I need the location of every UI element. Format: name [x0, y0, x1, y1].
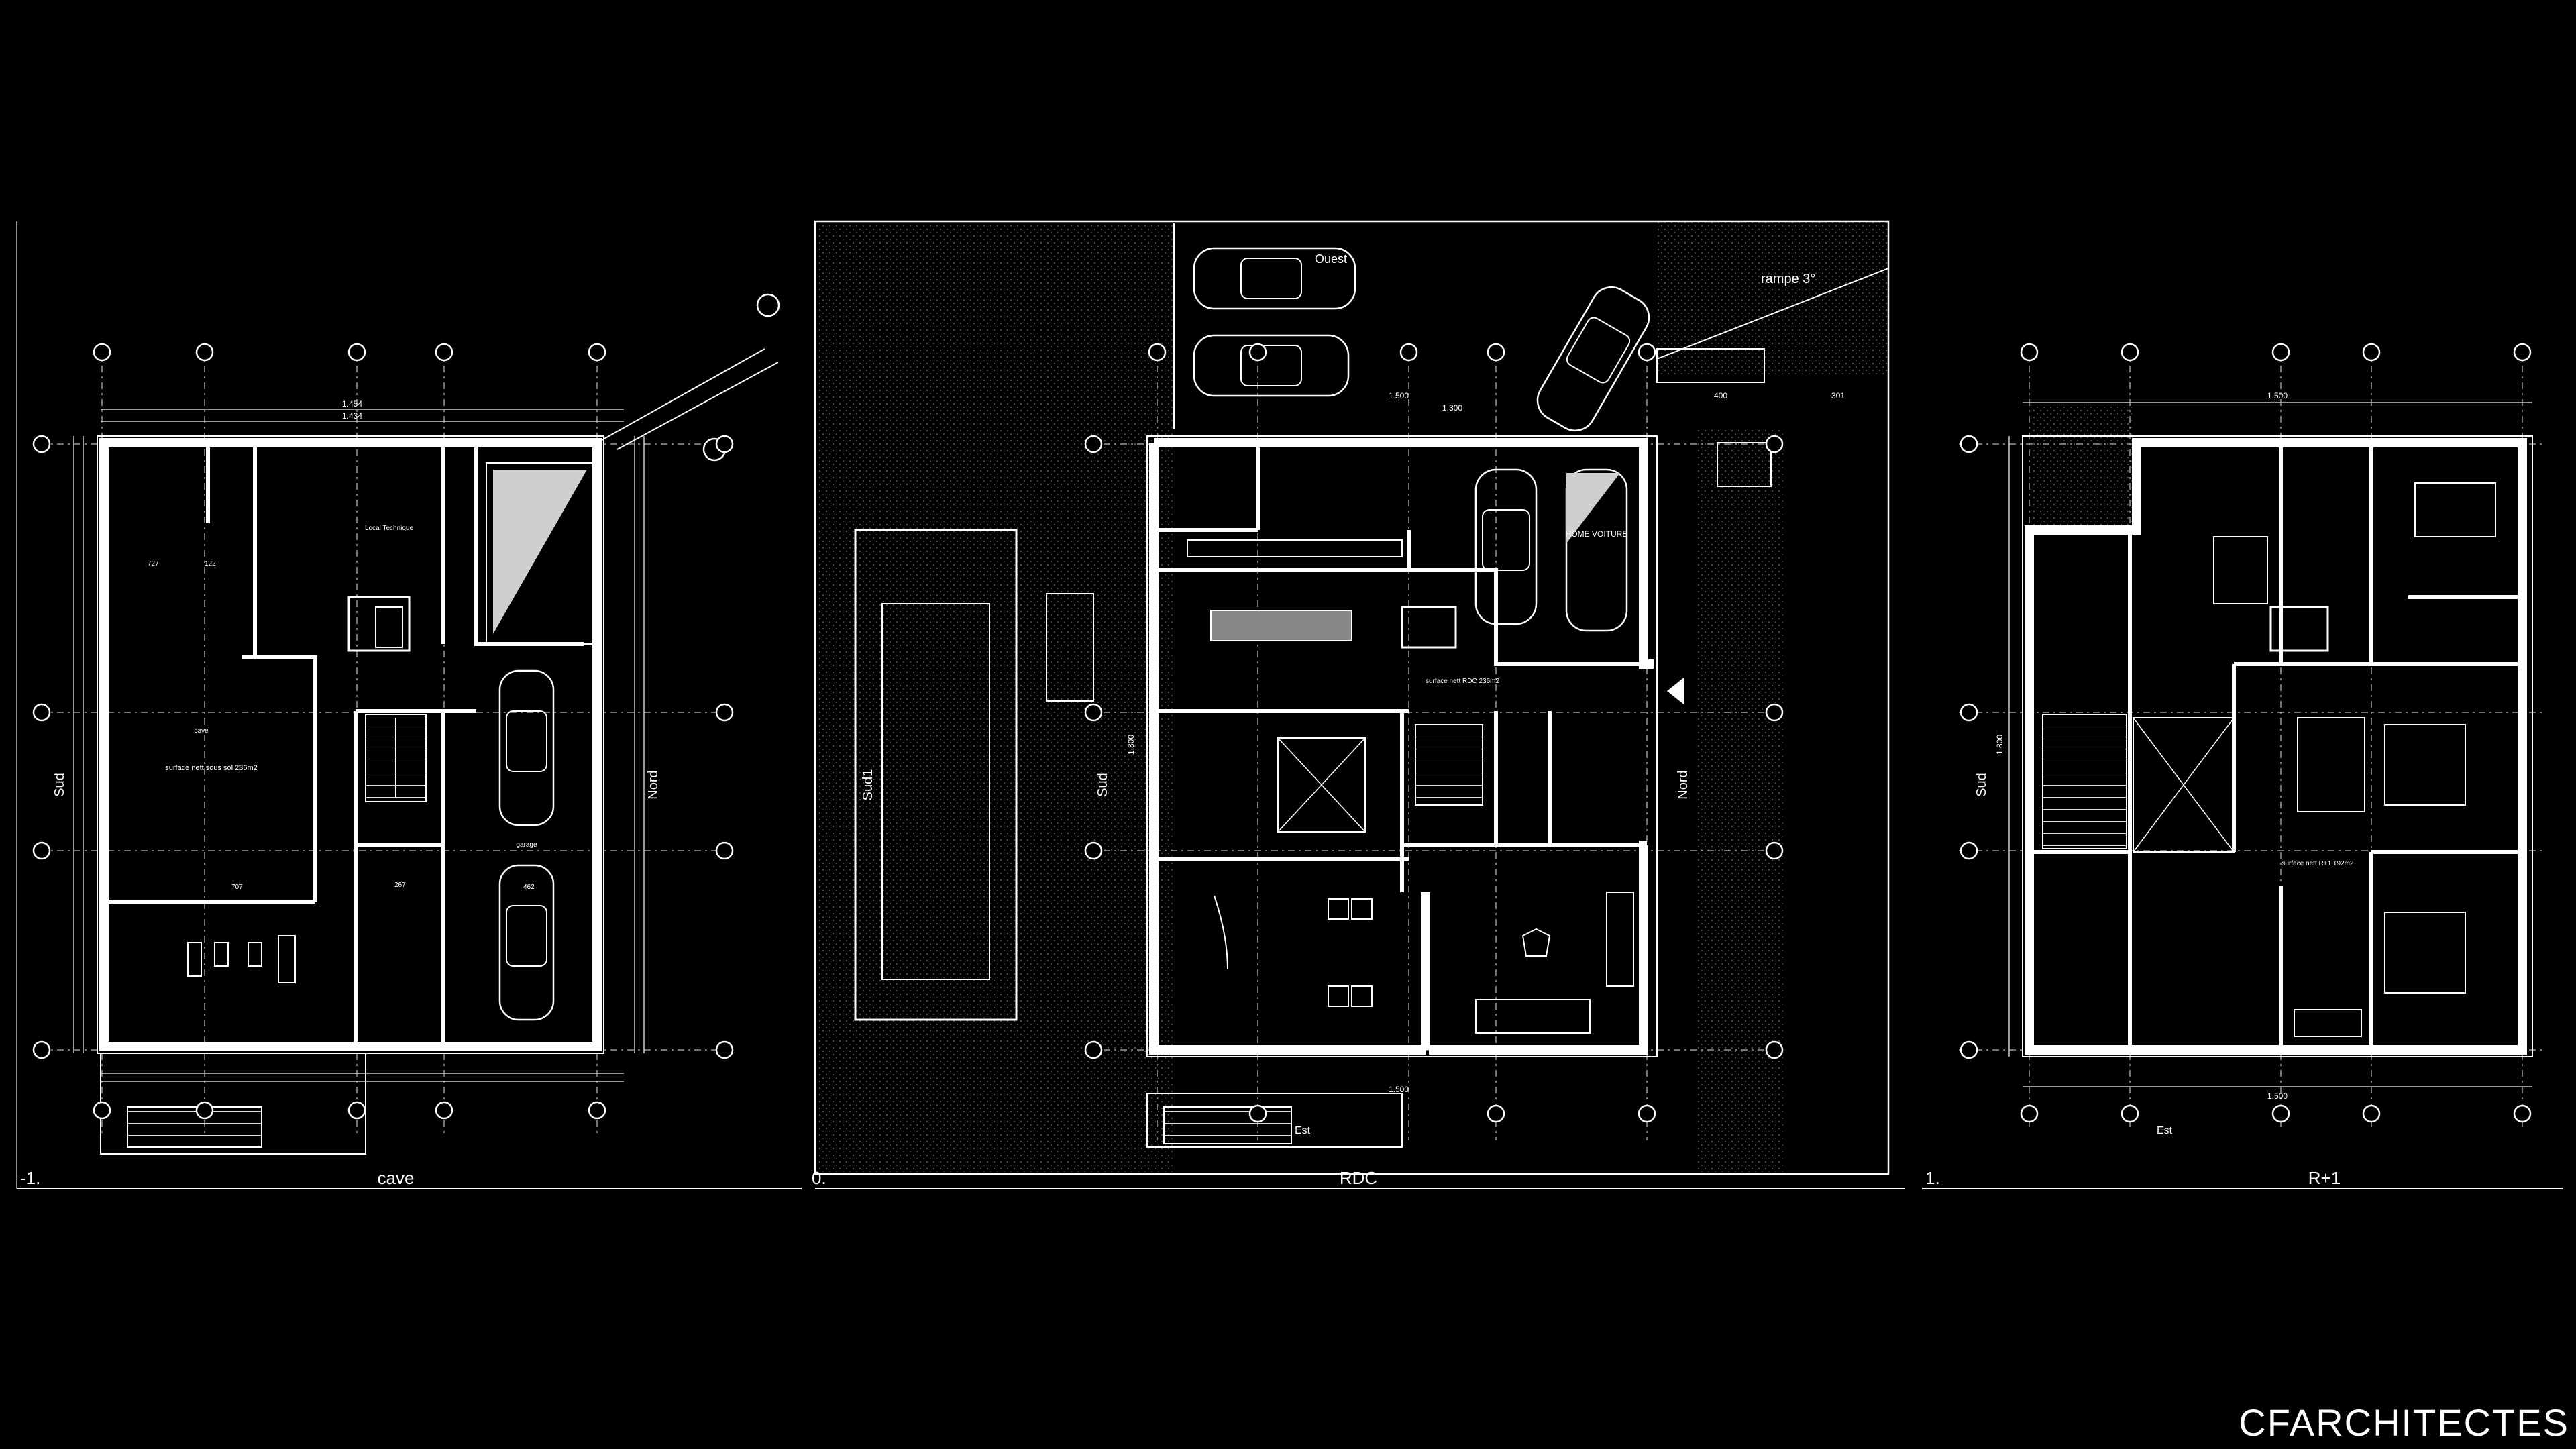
site-hatch — [817, 223, 1173, 1172]
dimension: 462 — [523, 883, 535, 891]
side-label-right: Nord — [646, 770, 661, 799]
car-icon — [498, 669, 555, 826]
plan-rdc: 0. RDC Ouest rampe 3° Est Sud Nord Sud1 … — [812, 220, 1905, 1189]
room-label: cave — [194, 727, 209, 735]
grid-bubbles-r1 — [1960, 343, 2532, 1123]
dimension: 400 — [1714, 391, 1727, 400]
room-label: surface nett R+1 192m2 — [2282, 860, 2353, 867]
side-label-left: Sud — [1974, 773, 1989, 797]
dimension: 1.800 — [1126, 735, 1136, 755]
ramp-glass-cave — [493, 470, 587, 634]
label-east: Est — [2157, 1125, 2173, 1136]
stair-r1 — [2042, 714, 2127, 849]
side-label-left: Sud — [52, 773, 67, 797]
car-icon — [1565, 468, 1628, 632]
plan-title: RDC — [1340, 1168, 1377, 1188]
side-label-left: Sud — [1095, 773, 1110, 797]
kitchen-island — [1210, 610, 1352, 641]
plan-cave: -1. cave Sud Nord surface nett sous sol … — [16, 221, 802, 1189]
dimension: 1.500 — [2267, 391, 2288, 400]
dimension: 1.454 — [342, 399, 362, 409]
label-west: Ouest — [1315, 252, 1347, 266]
grid-bubbles-cave — [32, 343, 734, 1120]
plan-number: -1. — [20, 1168, 40, 1188]
brand-logo: CFARCHITECTES — [2239, 1401, 2569, 1444]
dimension: 1.500 — [1389, 1085, 1409, 1094]
plan-title: R+1 — [2308, 1168, 2341, 1188]
dimension: 1.300 — [1442, 403, 1462, 413]
plan-number: 1. — [1925, 1168, 1940, 1188]
pool-label: Sud1 — [861, 769, 875, 801]
plan-r1: 1. R+1 Sud Est surface nett R+1 192m2 1.… — [1922, 343, 2563, 1189]
dimension: 301 — [1831, 391, 1845, 400]
room-label: garage — [516, 841, 537, 849]
label-ramp: rampe 3° — [1761, 272, 1815, 286]
dimension: 267 — [394, 881, 406, 889]
pool — [854, 529, 1018, 1021]
room-label: HOME VOITURE — [1566, 529, 1628, 539]
dimension: 1.500 — [2267, 1091, 2288, 1101]
grid-bubbles-rdc — [1084, 343, 1784, 1123]
label-east: Est — [1295, 1125, 1311, 1136]
room-label: Local Technique — [365, 525, 414, 532]
room-label: surface nett RDC 236m2 — [1426, 678, 1499, 685]
car-icon — [498, 864, 555, 1021]
bike-rack-icon — [187, 935, 296, 983]
plan-number: 0. — [812, 1168, 826, 1188]
car-icon — [1193, 334, 1350, 397]
entrance-arrow-icon — [1667, 678, 1684, 704]
car-icon — [1536, 286, 1650, 432]
dimension: 122 — [205, 560, 216, 568]
room-label: surface nett sous sol 236m2 — [165, 764, 258, 772]
dimension: 1.434 — [342, 411, 362, 421]
plan-title: cave — [378, 1168, 415, 1188]
side-label-right: Nord — [1676, 770, 1690, 799]
car-icon — [1474, 468, 1538, 625]
dimension: 727 — [148, 560, 159, 568]
dimension: 707 — [231, 883, 243, 891]
dimension: 1.500 — [1389, 391, 1409, 400]
car-icon — [1193, 247, 1356, 310]
dimension: 1.800 — [1995, 735, 2004, 755]
